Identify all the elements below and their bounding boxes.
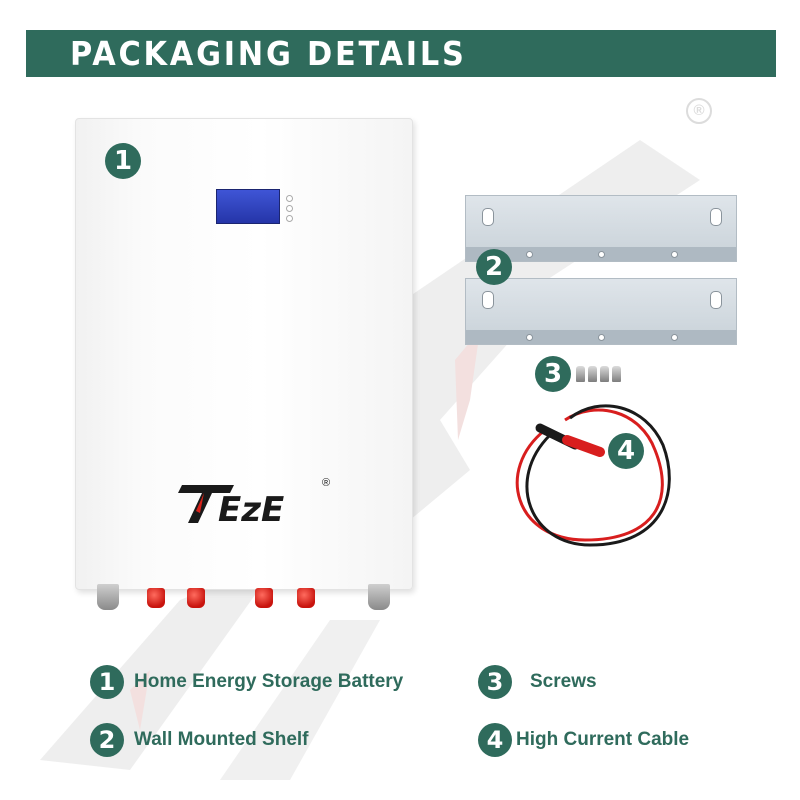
battery-terminal: [297, 588, 315, 608]
header-bar: PACKAGING DETAILS: [26, 30, 776, 77]
legend-label: Screws: [530, 671, 597, 692]
legend-number: 3: [478, 665, 512, 699]
callout-badge-3: 3: [535, 356, 571, 392]
battery-foot-left: [97, 584, 119, 610]
brand-logo: EzE ®: [174, 477, 334, 530]
screw-image: [588, 366, 597, 382]
wall-shelf-bracket-bottom: [465, 278, 737, 345]
legend-label: Wall Mounted Shelf: [134, 729, 309, 750]
screw-image: [576, 366, 585, 382]
watermark-registered-top: ®: [686, 98, 712, 124]
high-current-cable-image: [515, 404, 671, 547]
callout-badge-1: 1: [105, 143, 141, 179]
brand-logo-text: EzE: [218, 490, 284, 527]
battery-unit-image: EzE ®: [75, 118, 413, 590]
legend-label: Home Energy Storage Battery: [134, 671, 404, 692]
screw-image: [612, 366, 621, 382]
battery-terminal: [255, 588, 273, 608]
battery-foot-right: [368, 584, 390, 610]
page-title: PACKAGING DETAILS: [70, 34, 467, 73]
legend-item-2: 2 Wall Mounted Shelf: [90, 723, 309, 757]
teze-logo-icon: EzE: [178, 485, 284, 530]
battery-terminal: [147, 588, 165, 608]
legend-number: 4: [478, 723, 512, 757]
wall-shelf-bracket-top: [465, 195, 737, 262]
screw-image: [600, 366, 609, 382]
battery-terminal: [187, 588, 205, 608]
legend-number: 2: [90, 723, 124, 757]
callout-badge-2: 2: [476, 249, 512, 285]
legend-item-3: 3 Screws: [478, 665, 597, 699]
legend-item-1: 1 Home Energy Storage Battery: [90, 665, 403, 699]
battery-status-leds: [286, 195, 293, 225]
callout-badge-4: 4: [608, 433, 644, 469]
legend-number: 1: [90, 665, 124, 699]
legend-item-4: 4 High Current Cable: [478, 723, 689, 757]
legend-label: High Current Cable: [516, 729, 690, 750]
brand-registered-mark: ®: [322, 477, 331, 489]
battery-lcd-screen: [216, 189, 280, 224]
